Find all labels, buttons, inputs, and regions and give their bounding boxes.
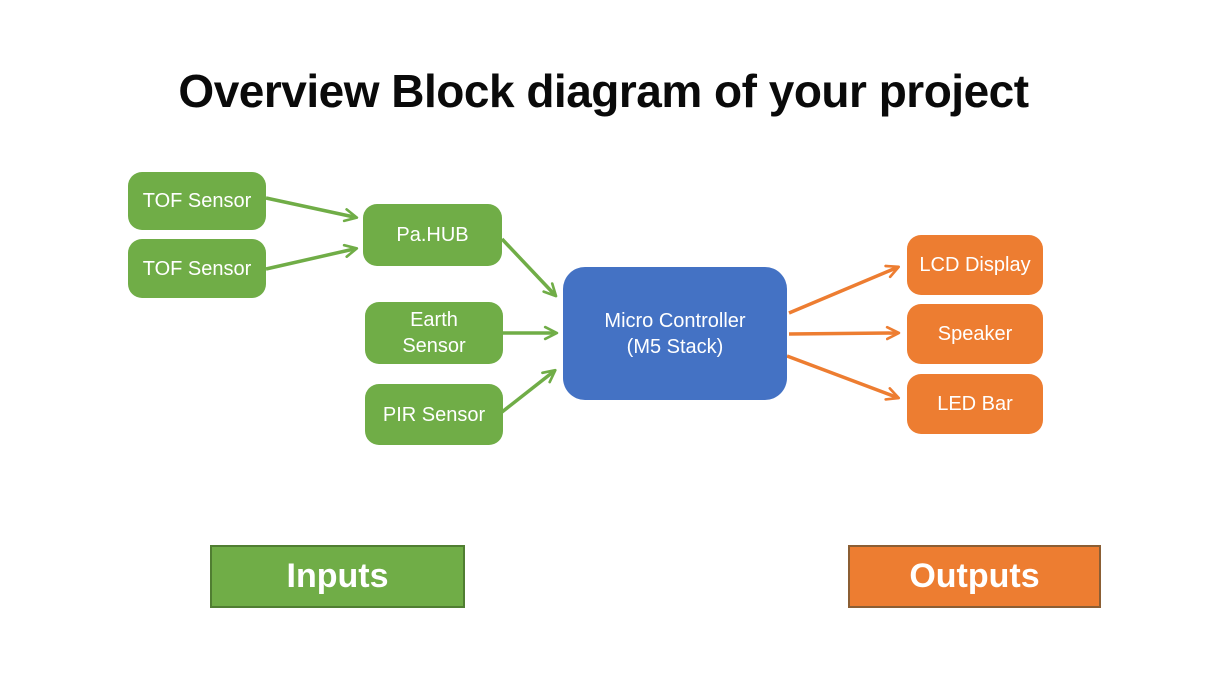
node-speaker: Speaker <box>907 304 1043 364</box>
page-title: Overview Block diagram of your project <box>178 65 1029 117</box>
arrow-pahub-to-mcu <box>500 237 558 298</box>
arrow-mcu-to-speaker <box>788 325 901 341</box>
node-earth-sensor-label-line2: Sensor <box>402 335 466 357</box>
node-lcd-display-label: LCD Display <box>919 254 1031 276</box>
legend-outputs: Outputs <box>848 545 1101 608</box>
node-tof-sensor-2: TOF Sensor <box>128 239 266 298</box>
node-earth-sensor: Earth Sensor <box>365 302 503 364</box>
node-pir-sensor-label: PIR Sensor <box>382 403 486 426</box>
legend-inputs: Inputs <box>210 545 465 608</box>
node-micro-controller-label-line2: (M5 Stack) <box>626 335 724 358</box>
arrow-pir-to-mcu <box>500 368 557 414</box>
node-pa-hub: Pa.HUB <box>363 204 502 266</box>
node-micro-controller-label-line1: Micro Controller <box>604 309 746 332</box>
arrow-mcu-to-lcd <box>788 264 901 315</box>
node-tof-sensor-1: TOF Sensor <box>128 172 266 230</box>
arrow-mcu-to-ledbar <box>786 354 901 401</box>
node-earth-sensor-label-line1: Earth <box>410 309 458 331</box>
arrow-tof1-to-pahub <box>265 196 359 223</box>
node-micro-controller: Micro Controller (M5 Stack) <box>563 267 787 400</box>
legend-outputs-label: Outputs <box>909 557 1040 595</box>
node-pir-sensor: PIR Sensor <box>365 384 503 445</box>
arrow-tof2-to-pahub <box>265 243 359 271</box>
node-led-bar: LED Bar <box>907 374 1043 434</box>
node-speaker-label: Speaker <box>937 323 1013 345</box>
node-pa-hub-label: Pa.HUB <box>396 224 469 246</box>
node-tof-sensor-2-label: TOF Sensor <box>142 257 252 280</box>
node-lcd-display: LCD Display <box>907 235 1043 295</box>
node-led-bar-label: LED Bar <box>937 393 1013 415</box>
legend-inputs-label: Inputs <box>286 557 389 595</box>
node-tof-sensor-1-label: TOF Sensor <box>142 190 252 212</box>
